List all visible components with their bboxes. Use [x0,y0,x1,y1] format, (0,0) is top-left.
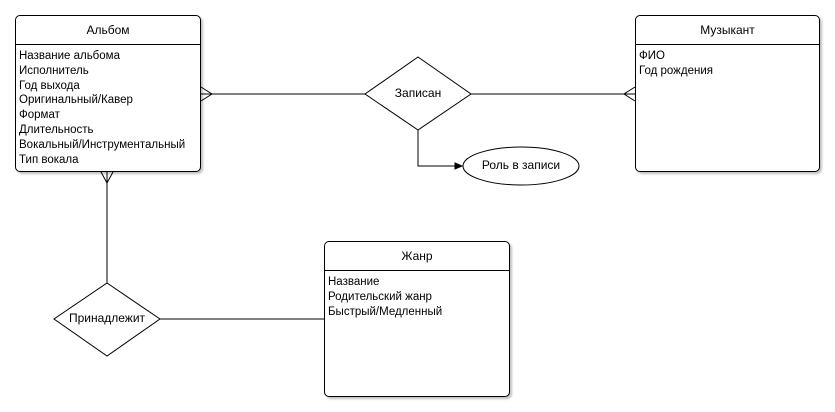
attribute-role-label[interactable]: Роль в записи [481,158,561,172]
attribute-role-shape [462,146,580,186]
crowfoot-album-many-icon [200,86,213,102]
attribute-artist: Исполнитель [19,64,89,77]
attribute-album-name: Название альбома [19,50,120,62]
relationship-recorded-label[interactable]: Записан [394,86,442,100]
entity-musician[interactable]: Музыкант ФИО Год рождения [635,15,820,172]
entity-genre-attributes: Название Родительский жанр Быстрый/Медле… [325,271,509,319]
attribute-parent-genre: Родительский жанр [328,290,432,303]
entity-album-title: Альбом [16,16,200,45]
relationship-recorded-shape [364,56,472,131]
attribute-release-year: Год выхода [19,79,80,92]
attribute-genre-name: Название [328,276,380,288]
entity-genre-title: Жанр [325,242,509,271]
attribute-vocal-type: Тип вокала [19,153,79,166]
attribute-fast-slow: Быстрый/Медленный [328,305,443,318]
edge-recorded-role [417,130,455,167]
crowfoot-album-genre-many-icon [100,171,114,185]
entity-album[interactable]: Альбом Название альбома Исполнитель Год … [15,15,201,172]
entity-genre[interactable]: Жанр Название Родительский жанр Быстрый/… [324,241,510,397]
relationship-belongs-label[interactable]: Принадлежит [68,311,146,325]
attribute-birth-year: Год рождения [639,64,713,77]
attribute-duration: Длительность [19,123,94,136]
arrowhead-icon [454,162,464,170]
entity-musician-attributes: ФИО Год рождения [636,45,819,79]
entity-musician-title: Музыкант [636,16,819,45]
attribute-vocal-instrumental: Вокальный/Инструментальный [19,138,186,151]
attribute-format: Формат [19,109,60,122]
entity-album-attributes: Название альбома Исполнитель Год выхода … [16,45,200,167]
relationship-belongs-shape [53,282,161,357]
attribute-original-cover: Оригинальный/Кавер [19,94,133,107]
crowfoot-musician-many-icon [623,86,636,102]
attribute-full-name: ФИО [639,50,665,62]
